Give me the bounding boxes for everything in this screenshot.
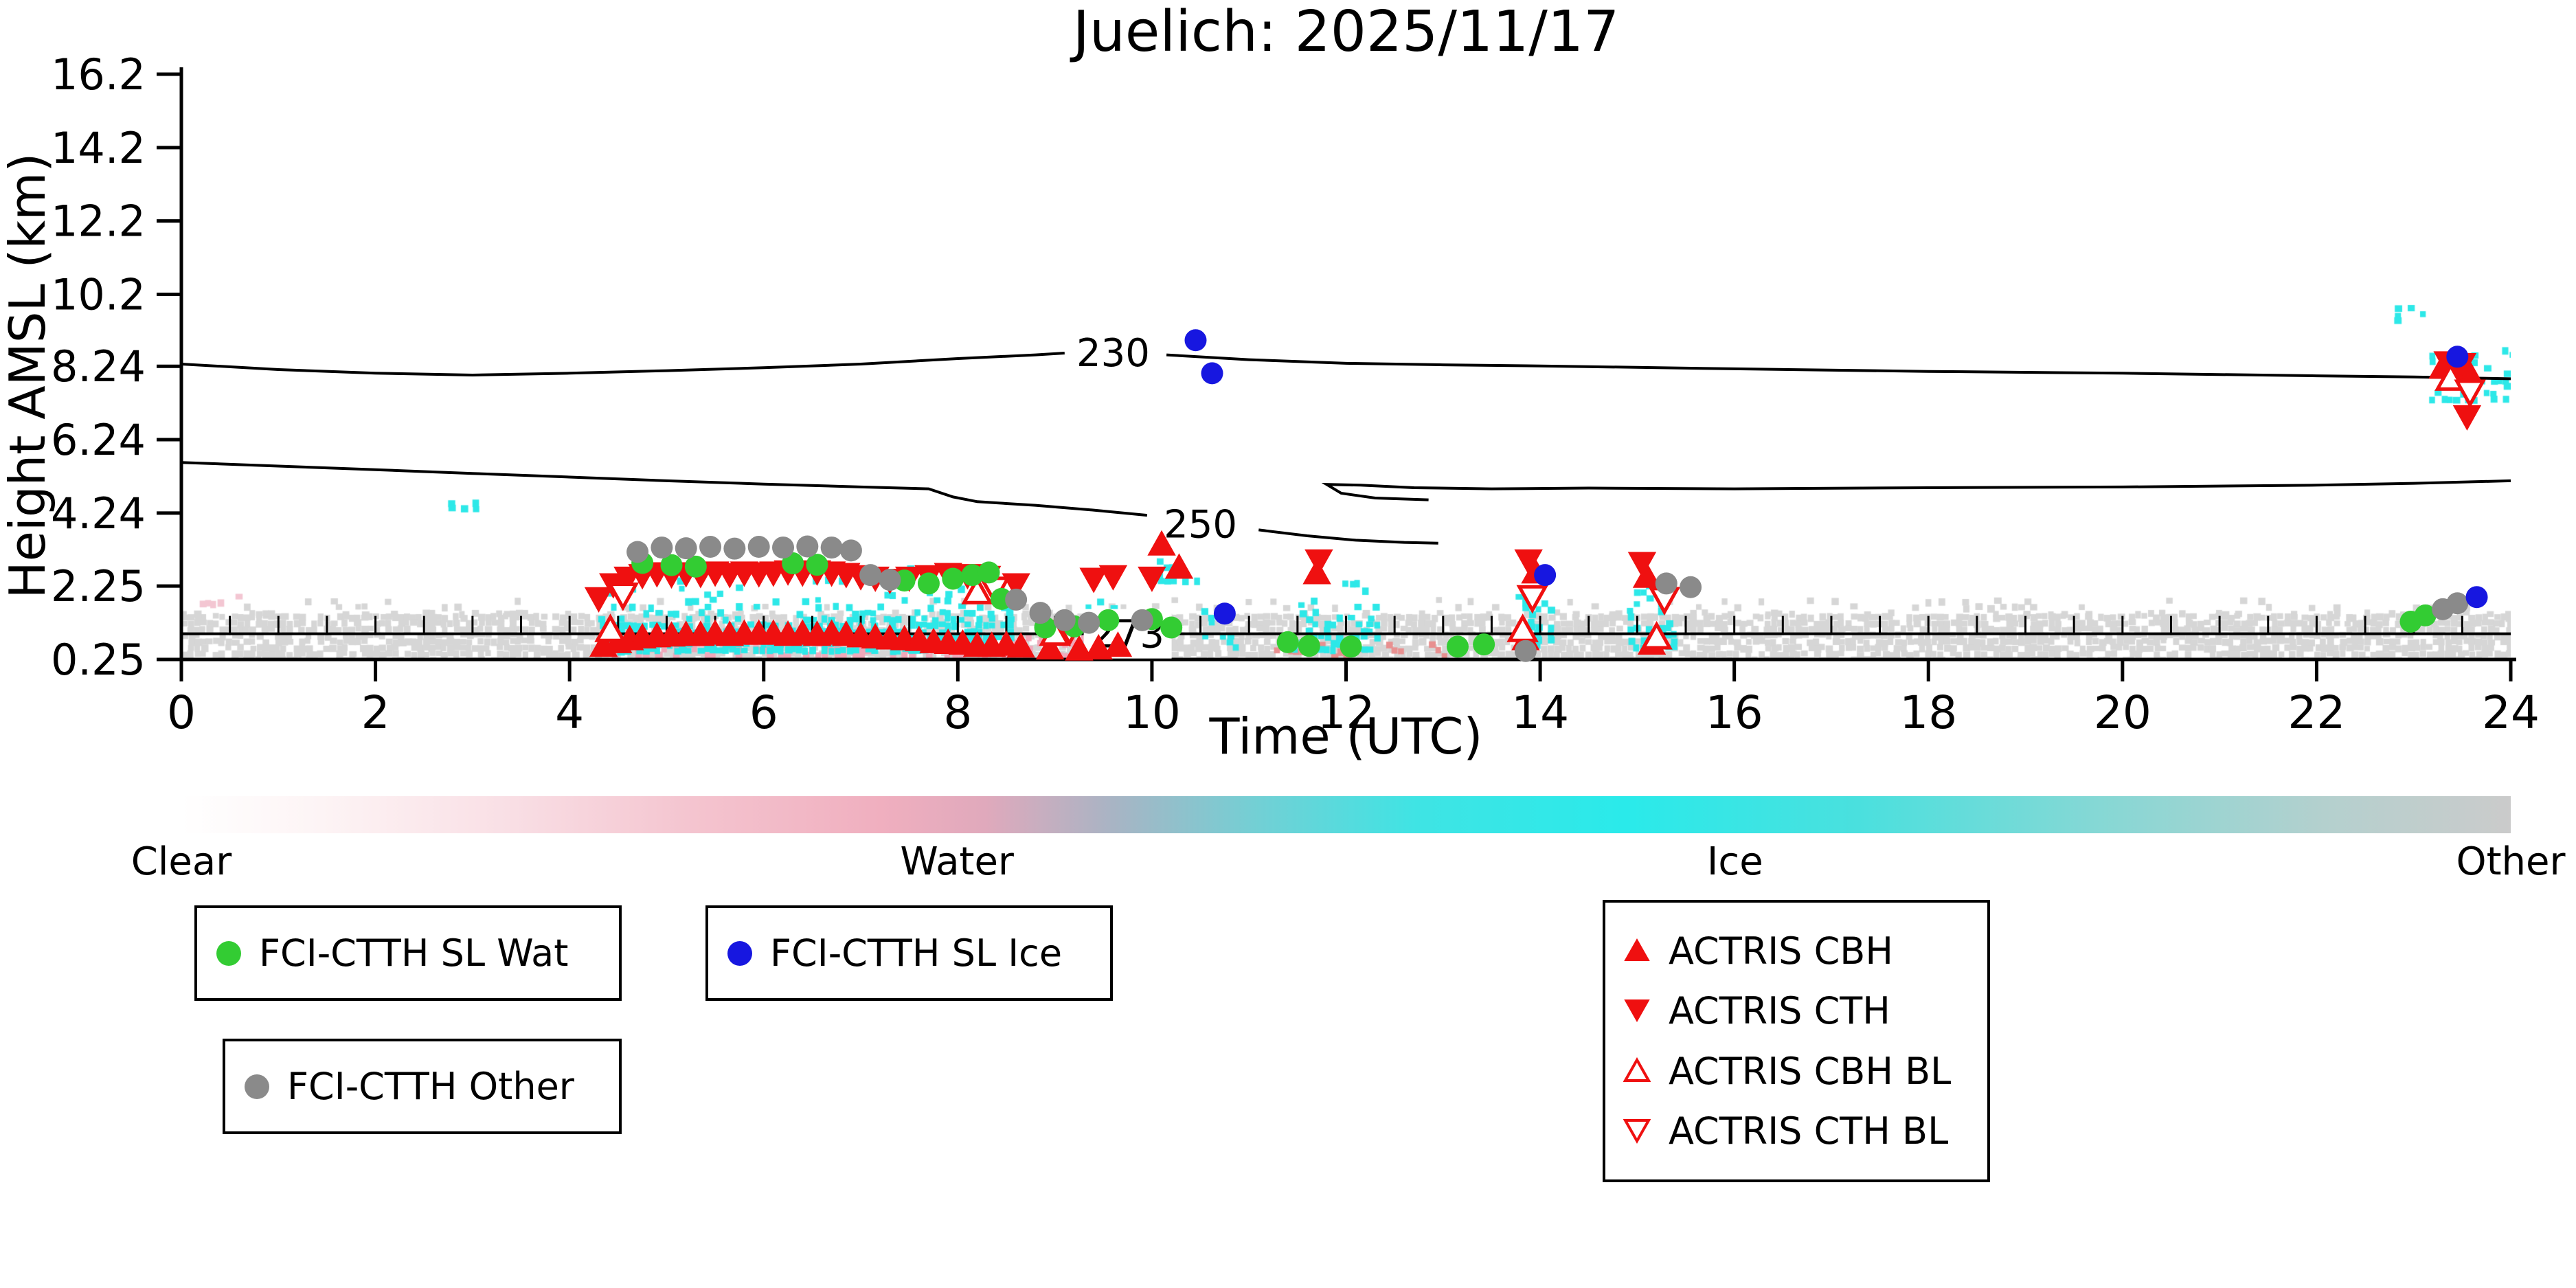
legend-item: FCI-CTTH Other xyxy=(245,1065,574,1108)
colorbar-label-clear: Clear xyxy=(131,839,232,884)
legend-label: ACTRIS CTH BL xyxy=(1669,1109,1949,1153)
legend-label: ACTRIS CBH BL xyxy=(1669,1049,1952,1093)
cloud-classification-mask xyxy=(181,74,2511,659)
circle-filled-icon xyxy=(245,1074,269,1099)
y-tick-label: 6.24 xyxy=(51,415,146,465)
x-axis-label: Time (UTC) xyxy=(1209,708,1483,765)
colorbar xyxy=(181,796,2511,833)
colorbar-labels: Clear Water Ice Other xyxy=(131,839,2566,888)
legend-item: ACTRIS CBH BL xyxy=(1623,1050,1951,1093)
legend-label: ACTRIS CTH xyxy=(1669,989,1890,1033)
chart-title: Juelich: 2025/11/17 xyxy=(1072,0,1620,65)
legend-fci-ctth-sl-wat: FCI-CTTH SL Wat xyxy=(194,905,622,1001)
legend-label: FCI-CTTH Other xyxy=(287,1065,574,1108)
circle-filled-icon xyxy=(727,940,752,966)
triangle-up-open-icon xyxy=(1623,1057,1651,1085)
y-tick-label: 10.2 xyxy=(51,270,146,320)
circle-filled-icon xyxy=(216,940,241,966)
y-tick-label: 4.24 xyxy=(51,488,146,539)
legend-actris: ACTRIS CBH ACTRIS CTH ACTRIS CBH BL ACTRIS … xyxy=(1603,900,1990,1182)
legend-item: ACTRIS CBH xyxy=(1623,929,1893,973)
y-tick-label: 2.25 xyxy=(51,561,146,611)
colorbar-label-other: Other xyxy=(2456,839,2566,884)
y-tick-label: 8.24 xyxy=(51,341,146,392)
y-tick-label: 14.2 xyxy=(51,123,146,173)
legend-fci-ctth-other: FCI-CTTH Other xyxy=(223,1039,622,1134)
triangle-down-open-icon xyxy=(1623,1118,1651,1145)
y-tick-label: 16.2 xyxy=(51,49,146,100)
y-axis-label: Height AMSL (km) xyxy=(0,152,56,599)
legend-item: ACTRIS CTH xyxy=(1623,989,1890,1032)
legend-item: FCI-CTTH SL Wat xyxy=(216,931,568,975)
legend-fci-ctth-sl-ice: FCI-CTTH SL Ice xyxy=(705,905,1113,1001)
triangle-up-filled-icon xyxy=(1623,937,1651,964)
legend-item: ACTRIS CTH BL xyxy=(1623,1109,1948,1153)
legend-label: FCI-CTTH SL Wat xyxy=(259,931,569,975)
colorbar-label-water: Water xyxy=(900,839,1014,884)
legend-item: FCI-CTTH SL Ice xyxy=(727,931,1062,975)
triangle-down-filled-icon xyxy=(1623,997,1651,1025)
colorbar-label-ice: Ice xyxy=(1706,839,1763,884)
legend-label: FCI-CTTH SL Ice xyxy=(770,931,1063,975)
legend-label: ACTRIS CBH xyxy=(1669,929,1893,973)
y-tick-label: 12.2 xyxy=(51,196,146,247)
y-tick-label: 0.25 xyxy=(51,635,146,685)
